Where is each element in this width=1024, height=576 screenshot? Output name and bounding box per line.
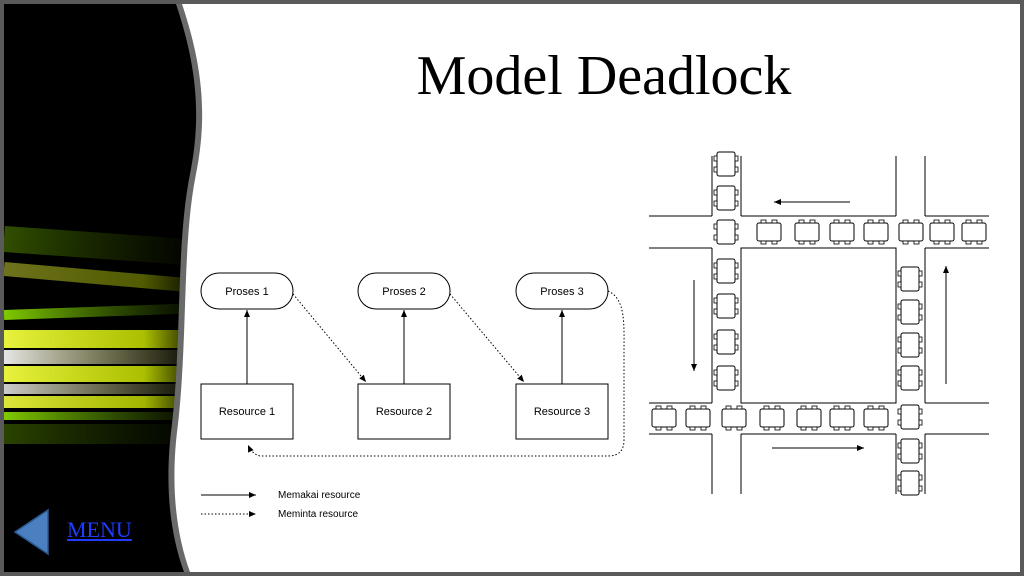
resource-node-3: Resource 3 — [515, 383, 609, 440]
car-icon — [897, 365, 923, 391]
car-icon — [756, 219, 782, 245]
car-icon — [713, 151, 739, 177]
request-edges — [247, 290, 625, 457]
deadlock-diagram: Proses 1 Proses 2 Proses 3 Resource 1 Re… — [200, 151, 989, 520]
car-icon — [713, 329, 739, 355]
back-button[interactable] — [12, 508, 52, 556]
car-icon — [897, 438, 923, 464]
car-icon — [897, 404, 923, 430]
car-icon — [898, 219, 924, 245]
car-icon — [651, 405, 677, 431]
process-label: Proses 1 — [225, 286, 268, 298]
car-icon — [829, 219, 855, 245]
legend-uses-label: Memakai resource — [278, 490, 361, 501]
car-icon — [713, 219, 739, 245]
slide-title: Model Deadlock — [416, 45, 792, 107]
resource-label: Resource 3 — [534, 406, 590, 418]
traffic-deadlock-illustration — [649, 151, 989, 496]
slide: Model Deadlock Proses 1 Proses 2 — [4, 4, 1020, 572]
car-icon — [863, 405, 889, 431]
car-icon — [794, 219, 820, 245]
car-icon — [713, 258, 739, 284]
car-icon — [897, 470, 923, 496]
legend-requests-label: Meminta resource — [278, 509, 358, 520]
car-icon — [929, 219, 955, 245]
car-icon — [759, 405, 785, 431]
process-node-2: Proses 2 — [357, 272, 451, 310]
resource-label: Resource 2 — [376, 406, 432, 418]
car-icon — [796, 405, 822, 431]
car-icon — [713, 365, 739, 391]
car-icon — [829, 405, 855, 431]
car-icon — [721, 405, 747, 431]
triangle-left-icon — [13, 508, 49, 556]
car-icon — [961, 219, 987, 245]
car-icon — [713, 293, 739, 319]
legend: Memakai resource Meminta resource — [201, 490, 361, 520]
resource-node-1: Resource 1 — [200, 383, 294, 440]
car-icon — [713, 185, 739, 211]
holding-edges — [244, 310, 565, 384]
car-icon — [897, 332, 923, 358]
menu-link[interactable]: MENU — [67, 517, 132, 542]
process-node-3: Proses 3 — [515, 272, 609, 310]
side-decoration — [4, 4, 203, 572]
process-node-1: Proses 1 — [200, 272, 294, 310]
resource-node-2: Resource 2 — [357, 383, 451, 440]
car-icon — [685, 405, 711, 431]
car-icon — [863, 219, 889, 245]
car-icon — [897, 299, 923, 325]
process-label: Proses 3 — [540, 286, 583, 298]
car-icon — [897, 266, 923, 292]
process-label: Proses 2 — [382, 286, 425, 298]
resource-label: Resource 1 — [219, 406, 275, 418]
